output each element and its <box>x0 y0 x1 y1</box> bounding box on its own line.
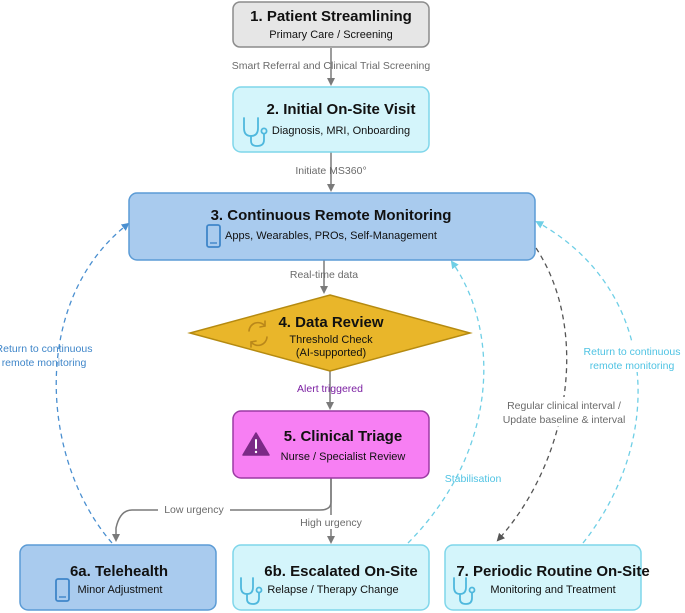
edge-7-to-3 <box>535 221 639 544</box>
edge-6b-to-3 <box>407 260 485 544</box>
node-6a-subtitle: Minor Adjustment <box>78 584 163 596</box>
edge-3-to-7 <box>496 247 568 542</box>
node-5-clinical-triage: 5. Clinical Triage Nurse / Specialist Re… <box>232 410 430 479</box>
edge-label-5-to-6a: Low urgency <box>164 504 224 516</box>
node-2-initial-on-site-visit: 2. Initial On-Site Visit Diagnosis, MRI,… <box>232 86 430 153</box>
node-1-subtitle: Primary Care / Screening <box>269 29 393 41</box>
stethoscope-icon <box>453 577 476 605</box>
edge-6a-to-3 <box>55 222 130 544</box>
edge-label-6a-to-3-line1: Return to continuous <box>0 343 92 355</box>
node-2-subtitle: Diagnosis, MRI, Onboarding <box>272 125 410 137</box>
node-6b-subtitle: Relapse / Therapy Change <box>267 584 398 596</box>
edge-label-1-to-2: Smart Referral and Clinical Trial Screen… <box>232 60 431 72</box>
node-3-continuous-remote-monitoring: 3. Continuous Remote Monitoring Apps, We… <box>128 192 536 261</box>
node-6a-telehealth: 6a. Telehealth Minor Adjustment <box>19 544 217 611</box>
node-4-title: 4. Data Review <box>278 314 383 331</box>
node-1-title: 1. Patient Streamlining <box>250 8 412 25</box>
smartphone-icon <box>206 224 221 248</box>
edge-label-3-to-7-line1: Regular clinical interval / <box>507 400 621 412</box>
edge-label-6a-to-3-line2: remote monitoring <box>2 357 87 369</box>
node-6b-escalated-on-site: 6b. Escalated On-Site Relapse / Therapy … <box>232 544 430 611</box>
node-6b-title: 6b. Escalated On-Site <box>264 563 417 580</box>
edge-label-5-to-6b: High urgency <box>300 517 363 529</box>
edge-label-7-to-3-line2: remote monitoring <box>590 360 675 372</box>
node-7-subtitle: Monitoring and Treatment <box>490 584 615 596</box>
node-3-title: 3. Continuous Remote Monitoring <box>211 207 452 224</box>
smartphone-icon <box>55 578 70 602</box>
edge-label-6b-to-3: Stabilisation <box>445 473 502 485</box>
node-3-subtitle: Apps, Wearables, PROs, Self-Management <box>225 230 437 242</box>
edge-label-3-to-7-line2: Update baseline & interval <box>503 414 626 426</box>
node-7-title: 7. Periodic Routine On-Site <box>456 563 649 580</box>
node-6a-title: 6a. Telehealth <box>70 563 168 580</box>
edge-label-2-to-3: Initiate MS360° <box>295 165 366 177</box>
node-4-data-review: 4. Data Review Threshold Check (AI-suppo… <box>187 294 473 372</box>
node-1-patient-streamlining: 1. Patient Streamlining Primary Care / S… <box>232 1 430 48</box>
stethoscope-icon <box>243 117 268 147</box>
node-5-subtitle: Nurse / Specialist Review <box>281 451 406 463</box>
node-7-periodic-routine-on-site: 7. Periodic Routine On-Site Monitoring a… <box>444 544 650 611</box>
node-2-title: 2. Initial On-Site Visit <box>267 101 416 118</box>
edge-label-3-to-4: Real-time data <box>290 269 358 281</box>
warning-icon <box>242 432 270 456</box>
stethoscope-icon <box>240 577 263 605</box>
refresh-cycle-icon <box>248 320 268 348</box>
node-4-subtitle-line2: (AI-supported) <box>296 347 366 359</box>
edge-label-4-to-5: Alert triggered <box>297 383 363 395</box>
node-5-title: 5. Clinical Triage <box>284 428 402 445</box>
edge-label-7-to-3-line1: Return to continuous <box>584 346 681 358</box>
node-4-subtitle-line1: Threshold Check <box>289 334 373 346</box>
